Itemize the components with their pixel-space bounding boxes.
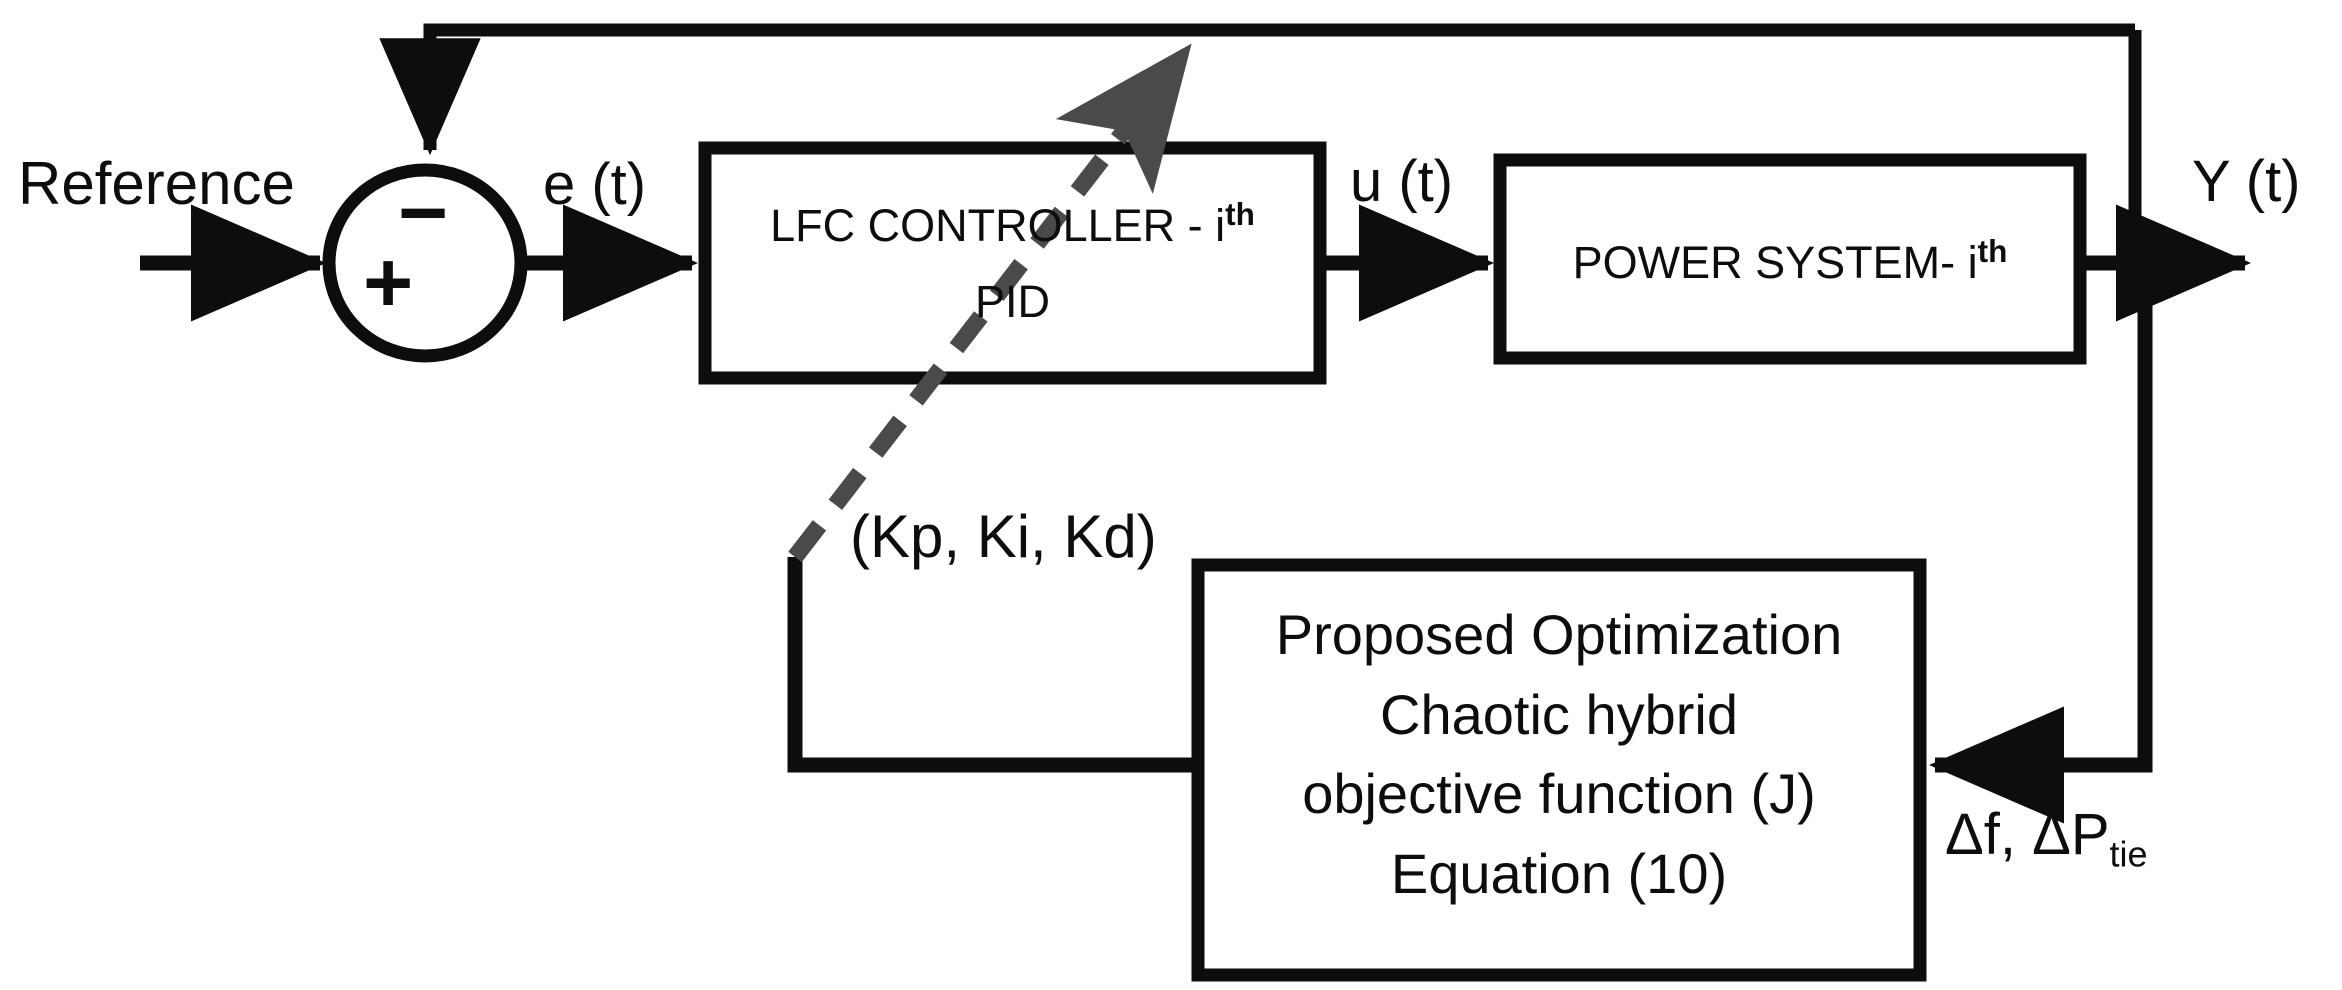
lfc-controller-label: LFC CONTROLLER - ith PID bbox=[705, 196, 1320, 328]
optimizer-line-2: Chaotic hybrid bbox=[1380, 682, 1738, 746]
output-label: Y (t) bbox=[2192, 149, 2301, 214]
delta-p-text: ΔP bbox=[2032, 802, 2110, 867]
optimizer-line-1: Proposed Optimization bbox=[1275, 603, 1843, 666]
feedback-line-top bbox=[379, 23, 2135, 156]
gain-tuning-leg bbox=[787, 557, 1198, 773]
delta-f-text: Δf, bbox=[1945, 802, 2033, 867]
measurement-feedback-path bbox=[1929, 263, 2153, 824]
measurement-feedback-line bbox=[1929, 263, 2153, 824]
power-system-line1-text: POWER SYSTEM- i bbox=[1572, 237, 1978, 288]
optimizer-label: Proposed Optimization Chaotic hybrid obj… bbox=[1198, 595, 1920, 913]
delta-p-subscript: tie bbox=[2109, 833, 2148, 875]
measurement-label: Δf, ΔPtie bbox=[1945, 802, 2148, 875]
plus-sign-label: + bbox=[363, 235, 414, 331]
dashed-tuning-arrow bbox=[788, 43, 1192, 563]
reference-label: Reference bbox=[18, 150, 295, 217]
power-system-ordinal-sup: th bbox=[1977, 233, 2008, 269]
minus-sign-label: − bbox=[398, 165, 449, 261]
control-label: u (t) bbox=[1350, 149, 1454, 214]
power-system-label: POWER SYSTEM- ith bbox=[1500, 233, 2080, 289]
error-label: e (t) bbox=[543, 152, 647, 217]
lfc-controller-line2: PID bbox=[974, 276, 1050, 327]
optimizer-line-3: objective function (J) bbox=[1302, 762, 1816, 826]
lfc-controller-ordinal-sup: th bbox=[1225, 196, 1255, 232]
lfc-controller-line1: LFC CONTROLLER - ith bbox=[705, 196, 1320, 252]
power-system-block bbox=[1493, 153, 2087, 365]
power-system-line1: POWER SYSTEM- ith bbox=[1500, 233, 2080, 289]
tuned-gains-label: (Kp, Ki, Kd) bbox=[850, 503, 1157, 570]
optimizer-line-4: Equation (10) bbox=[1390, 841, 1728, 905]
lfc-controller-line1-text: LFC CONTROLLER - i bbox=[770, 200, 1226, 251]
